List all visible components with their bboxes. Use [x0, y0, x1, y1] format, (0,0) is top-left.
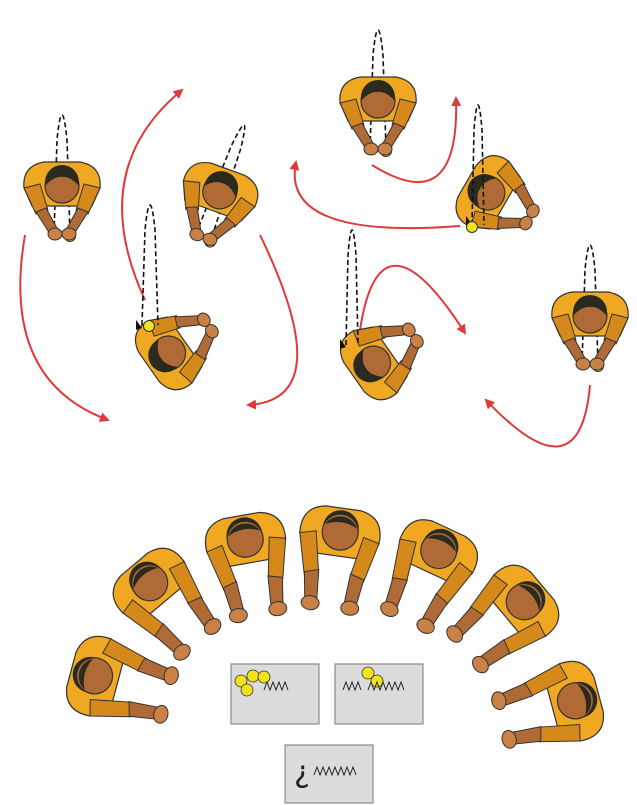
- movement-arrows: [19, 88, 591, 448]
- card-1-ball: [257, 670, 271, 684]
- player-1: [23, 114, 101, 243]
- card-1: [230, 663, 320, 725]
- card-3: ¿: [284, 744, 374, 804]
- player-3-loop: [136, 204, 159, 332]
- player-6: [331, 300, 441, 409]
- bottom-scene: ¿: [60, 502, 610, 804]
- card-3-prefix: ¿: [294, 755, 310, 790]
- player-5-loop: [466, 104, 485, 233]
- top-scene: [19, 29, 629, 448]
- arrow-4: [371, 96, 462, 183]
- arrow-6: [359, 264, 467, 335]
- arrow-7: [484, 384, 591, 448]
- player-5: [447, 147, 555, 254]
- seated-player-3: [200, 508, 300, 627]
- seated-player-7: [486, 655, 610, 762]
- card-1-squiggle: [263, 680, 289, 692]
- arrow-2: [121, 88, 184, 301]
- card-1-ball: [246, 669, 260, 683]
- player-7: [551, 244, 629, 373]
- player-4: [339, 29, 417, 158]
- card-1-ball: [240, 683, 254, 697]
- player-2: [164, 120, 265, 257]
- card-2-squiggle: [342, 680, 405, 692]
- player-6-loop: [340, 229, 359, 349]
- arrow-3: [246, 234, 299, 410]
- seated-player-4: [288, 502, 384, 619]
- arrow-1: [19, 234, 110, 422]
- card-2: [334, 663, 424, 725]
- card-3-squiggle: [313, 765, 357, 777]
- arrow-5: [289, 160, 461, 230]
- seated-player-1: [60, 630, 184, 737]
- card-2-ball: [361, 666, 375, 680]
- card-1-ball: [234, 674, 248, 688]
